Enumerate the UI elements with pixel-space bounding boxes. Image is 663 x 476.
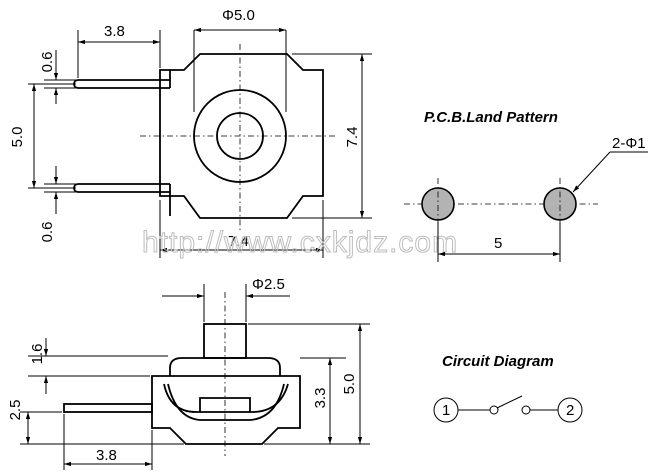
circuit-title: Circuit Diagram: [442, 353, 554, 370]
circuit-diagram: Circuit Diagram 1 2: [433, 353, 583, 423]
dim-actuator-diameter-side: Φ2.5: [252, 276, 285, 293]
top-view: Φ5.0 3.8 0.6 5.0 0.6 7.4 7.4: [9, 7, 372, 258]
dim-body-width: 7.4: [228, 233, 249, 250]
watermark: http://www.cxkjdz.com: [142, 226, 458, 259]
dim-lead-pitch: 5.0: [9, 127, 26, 148]
side-view: Φ2.5 1.6 2.5 3.8 3.3 5.0: [7, 276, 370, 470]
inner-contact: [163, 383, 289, 413]
dim-pad-pitch: 5: [494, 235, 502, 252]
lead-side: [63, 403, 153, 413]
dim-actuator-diameter: Φ5.0: [222, 7, 255, 24]
switch-base: [151, 375, 301, 445]
dim-hole-diameter: 2-Φ1: [612, 135, 646, 152]
dim-lead-height: 2.5: [7, 400, 24, 421]
dim-body-height: 7.4: [344, 127, 361, 148]
pcb-land-pattern: P.C.B.Land Pattern 2-Φ1 5: [404, 109, 648, 262]
contact-1: [489, 405, 499, 415]
dim-body-height-side: 3.3: [312, 388, 329, 409]
contact-2: [521, 405, 531, 415]
dim-lead-width-top: 0.6: [39, 52, 56, 73]
pin-1-label: 1: [442, 402, 450, 419]
dim-total-height: 5.0: [341, 374, 358, 395]
switch-lever: [496, 395, 523, 409]
switch-body-top: [159, 53, 324, 219]
contact-plate: [199, 397, 251, 412]
dim-lead-offset-side: 3.8: [96, 447, 117, 464]
pcb-title: P.C.B.Land Pattern: [424, 109, 558, 126]
lead-top: [73, 79, 170, 89]
cover-cap: [169, 357, 281, 376]
pin-2-label: 2: [566, 402, 574, 419]
pin-2-circle: [557, 397, 583, 423]
lead-bottom: [73, 183, 170, 193]
dim-lead-offset: 3.8: [104, 23, 125, 40]
dim-actuator-height: 1.6: [29, 344, 46, 365]
dim-lead-width-bottom: 0.6: [39, 222, 56, 243]
